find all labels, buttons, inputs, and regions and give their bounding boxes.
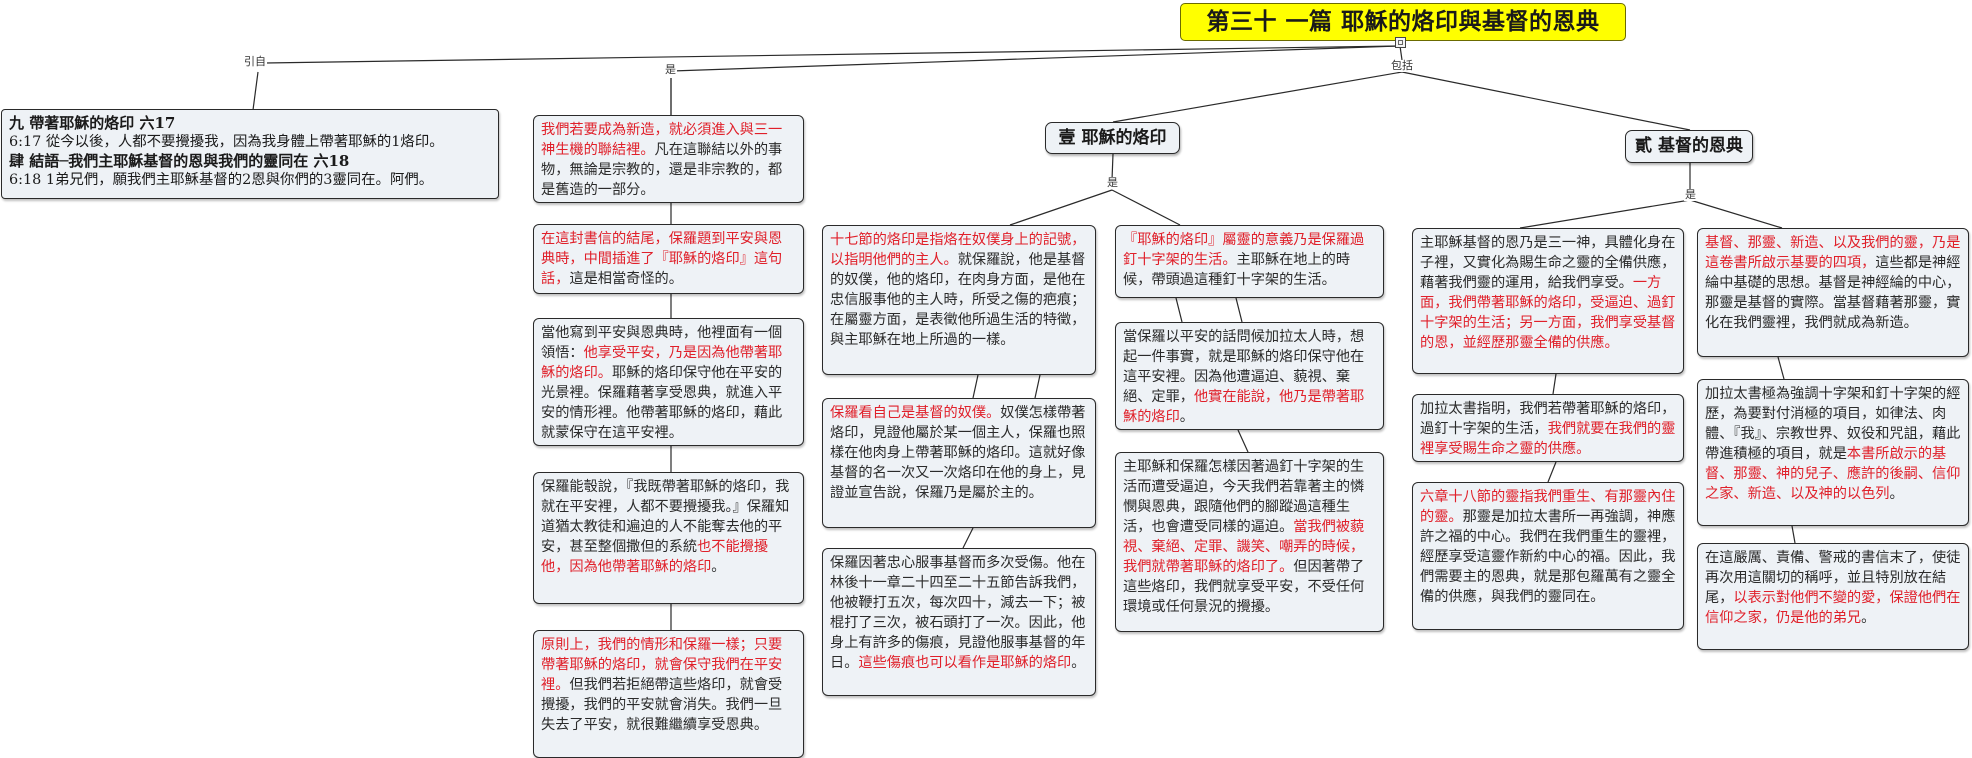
brand-right-node-3-black: 但因著帶了這些烙印，我們就享受平安，不受任何環境或任何景況的攪擾。: [1123, 559, 1365, 615]
main-node-1-red: 我們若要成為新造，就必須進入與三一神生機的聯結裡。: [541, 122, 783, 158]
grace-left-node-2-red: 我們就要在我們的靈裡享受賜生命之靈的供應。: [1420, 421, 1676, 457]
grace-right-node-1-black: 這些都是神經綸中基礎的思想。基督是神經綸的中心，那靈是基督的實際。當基督藉著那靈…: [1705, 255, 1961, 331]
brand-left-node-1-red: 十七節的烙印是指烙在奴僕身上的記號，以指明他們的主人。: [830, 232, 1086, 268]
citation-verse-2: 6:18 1弟兄們，願我們主耶穌基督的2恩與你們的3靈同在。阿們。: [9, 172, 434, 188]
brand-left-node-2-red: 保羅看自己是基督的奴僕。: [830, 405, 1001, 421]
grace-left-node-2-pre: 加拉太書指明，我們若帶著耶穌的烙印，過釘十字架的生活，: [1420, 401, 1676, 437]
grace-right-node-2-red: 本書所啟示的基督、那靈、神的兒子、應許的後嗣、信仰之家、新造、以及神的以色列: [1705, 446, 1961, 502]
main-node-2-red: 在這封書信的結尾，保羅題到平安與恩典時，中間插進了『耶穌的烙印』這句話，: [541, 231, 783, 287]
grace-left-node-3-black: 那靈是加拉太書所一再強調，神應許之福的中心。我們在我們重生的靈裡，經歷享受這靈作…: [1420, 509, 1676, 605]
grace-right-node-3-black: 。: [1861, 610, 1876, 626]
grace-right-node-3[interactable]: 在這嚴厲、責備、警戒的書信末了，使徒再次用這關切的稱呼，並且特別放在結尾，以表示…: [1697, 543, 1969, 650]
brand-left-node-3-black: 。: [1071, 655, 1086, 671]
main-node-2-black: 這是相當奇怪的。: [569, 271, 683, 287]
brand-left-node-2[interactable]: 保羅看自己是基督的奴僕。奴僕怎樣帶著烙印，見證他屬於某一個主人，保羅也照樣在他肉…: [822, 398, 1096, 528]
main-node-1-black: 凡在這聯結以外的事物，無論是宗教的，還是非宗教的，都是舊造的一部分。: [541, 142, 783, 198]
citation-heading-2: 肆 結語─我們主耶穌基督的恩與我們的靈同在 六18: [9, 152, 350, 170]
brand-left-node-3[interactable]: 保羅因著忠心服事基督而多次受傷。他在林後十一章二十四至二十五節告訴我們，他被鞭打…: [822, 548, 1096, 696]
grace-right-node-2[interactable]: 加拉太書極為強調十字架和釘十字架的經歷，為要對付消極的項目，如律法、肉體、『我』…: [1697, 379, 1969, 526]
main-node-5-red: 原則上，我們的情形和保羅一樣；只要帶著耶穌的烙印，就會保守我們在平安裡。: [541, 637, 783, 693]
brand-right-node-3-pre: 主耶穌和保羅怎樣因著過釘十字架的生活而遭受逼迫，今天我們若靠著主的憐憫與恩典，跟…: [1123, 459, 1365, 535]
grace-left-node-1-pre: 主耶穌基督的恩乃是三一神，具體化身在子裡，又實化為賜生命之靈的全備供應，藉著我們…: [1420, 235, 1676, 291]
collapse-toggle-icon[interactable]: [1395, 37, 1406, 48]
main-node-3-black: 耶穌的烙印保守他在平安的光景裡。保羅藉著享受恩典，就進入平安的情形裡。他帶著耶穌…: [541, 365, 783, 441]
topic-brand[interactable]: 壹 耶穌的烙印: [1045, 122, 1180, 154]
brand-right-node-3[interactable]: 主耶穌和保羅怎樣因著過釘十字架的生活而遭受逼迫，今天我們若靠著主的憐憫與恩典，跟…: [1115, 452, 1384, 632]
brand-right-node-1-black: 主耶穌在地上的時候，帶頭過這種釘十字架的生活。: [1123, 252, 1351, 288]
brand-right-node-2[interactable]: 當保羅以平安的話問候加拉太人時，想起一件事實，就是耶穌的烙印保守他在這平安裡。因…: [1115, 322, 1384, 430]
brand-left-node-3-pre: 保羅因著忠心服事基督而多次受傷。他在林後十一章二十四至二十五節告訴我們，他被鞭打…: [830, 555, 1086, 671]
brand-right-node-3-red: 當我們被藐視、棄絕、定罪、譏笑、嘲弄的時候，我們就帶著耶穌的烙印了。: [1123, 519, 1365, 575]
grace-right-node-1[interactable]: 基督、那靈、新造、以及我們的靈，乃是這卷書所啟示基要的四項，這些都是神經綸中基礎…: [1697, 228, 1969, 357]
main-node-3-pre: 當他寫到平安與恩典時，他裡面有一個領悟：: [541, 325, 783, 361]
main-node-4[interactable]: 保羅能彀說，『我既帶著耶穌的烙印，我就在平安裡，人都不要攪擾我。』保羅知道猶太教…: [533, 472, 804, 604]
grace-right-node-1-red: 基督、那靈、新造、以及我們的靈，乃是這卷書所啟示基要的四項，: [1705, 235, 1961, 271]
topic-grace[interactable]: 貳 基督的恩典: [1625, 130, 1753, 163]
main-node-2[interactable]: 在這封書信的結尾，保羅題到平安與恩典時，中間插進了『耶穌的烙印』這句話，這是相當…: [533, 224, 804, 294]
main-node-3[interactable]: 當他寫到平安與恩典時，他裡面有一個領悟：他享受平安，乃是因為他帶著耶穌的烙印。耶…: [533, 318, 804, 446]
connector-label-includes: 包括: [1390, 59, 1414, 72]
brand-left-node-2-black: 奴僕怎樣帶著烙印，見證他屬於某一個主人，保羅也照樣在他肉身上帶著耶穌的烙印。這就…: [830, 405, 1086, 501]
citation-verse-1: 6:17 從今以後，人都不要攪擾我，因為我身體上帶著耶穌的1烙印。: [9, 134, 444, 150]
brand-left-node-1[interactable]: 十七節的烙印是指烙在奴僕身上的記號，以指明他們的主人。就保羅說，他是基督的奴僕，…: [822, 225, 1096, 375]
brand-right-node-1[interactable]: 『耶穌的烙印』屬靈的意義乃是保羅過釘十字架的生活。主耶穌在地上的時候，帶頭過這種…: [1115, 225, 1384, 298]
grace-right-node-2-black: 。: [1889, 486, 1904, 502]
main-node-5[interactable]: 原則上，我們的情形和保羅一樣；只要帶著耶穌的烙印，就會保守我們在平安裡。但我們若…: [533, 630, 804, 758]
grace-right-node-3-red: 以表示對他們不變的愛，保證他們在信仰之家，仍是他的弟兄: [1705, 590, 1961, 626]
grace-left-node-1[interactable]: 主耶穌基督的恩乃是三一神，具體化身在子裡，又實化為賜生命之靈的全備供應，藉著我們…: [1412, 228, 1684, 374]
connector-label-is-brand: 是: [1106, 176, 1119, 189]
main-node-4-red: 也不能攪擾他，因為他帶著耶穌的烙印: [541, 539, 769, 575]
main-node-4-pre: 保羅能彀說，『我既帶著耶穌的烙印，我就在平安裡，人都不要攪擾我。』保羅知道猶太教…: [541, 479, 790, 555]
main-node-4-black: 。: [711, 559, 726, 575]
brand-right-node-2-pre: 當保羅以平安的話問候加拉太人時，想起一件事實，就是耶穌的烙印保守他在這平安裡。因…: [1123, 329, 1365, 405]
grace-right-node-3-pre: 在這嚴厲、責備、警戒的書信末了，使徒再次用這關切的稱呼，並且特別放在結尾，: [1705, 550, 1961, 606]
grace-left-node-3-red: 六章十八節的靈指我們重生、有那靈內住的靈。: [1420, 489, 1676, 525]
grace-left-node-2[interactable]: 加拉太書指明，我們若帶著耶穌的烙印，過釘十字架的生活，我們就要在我們的靈裡享受賜…: [1412, 394, 1684, 462]
root-topic[interactable]: 第三十 一篇 耶穌的烙印與基督的恩典: [1180, 3, 1626, 41]
brand-right-node-2-red: 他實在能說，他乃是帶著耶穌的烙印: [1123, 389, 1365, 425]
grace-left-node-1-red: 一方面，我們帶著耶穌的烙印，受逼迫、過釘十字架的生活；另一方面，我們享受基督的恩…: [1420, 275, 1676, 351]
citation-heading-1: 九 帶著耶穌的烙印 六17: [9, 114, 176, 132]
main-node-1[interactable]: 我們若要成為新造，就必須進入與三一神生機的聯結裡。凡在這聯結以外的事物，無論是宗…: [533, 115, 804, 203]
brand-left-node-3-red: 這些傷痕也可以看作是耶穌的烙印: [858, 655, 1072, 671]
citation-node[interactable]: 九 帶著耶穌的烙印 六17 6:17 從今以後，人都不要攪擾我，因為我身體上帶著…: [1, 109, 499, 199]
main-node-5-black: 但我們若拒絕帶這些烙印，就會受攪擾，我們的平安就會消失。我們一旦失去了平安，就很…: [541, 677, 783, 733]
connector-label-is-grace: 是: [1684, 188, 1697, 201]
grace-right-node-2-pre: 加拉太書極為強調十字架和釘十字架的經歷，為要對付消極的項目，如律法、肉體、『我』…: [1705, 386, 1961, 462]
brand-right-node-2-black: 。: [1179, 409, 1194, 425]
connector-label-cite: 引自: [243, 55, 267, 68]
main-node-3-red: 他享受平安，乃是因為他帶著耶穌的烙印。: [541, 345, 783, 381]
connector-label-is: 是: [664, 63, 677, 76]
brand-right-node-1-red: 『耶穌的烙印』屬靈的意義乃是保羅過釘十字架的生活。: [1123, 232, 1365, 268]
grace-left-node-3[interactable]: 六章十八節的靈指我們重生、有那靈內住的靈。那靈是加拉太書所一再強調，神應許之福的…: [1412, 482, 1684, 630]
brand-left-node-1-black: 就保羅說，他是基督的奴僕，他的烙印，在肉身方面，是他在忠信服事他的主人時，所受之…: [830, 252, 1086, 348]
